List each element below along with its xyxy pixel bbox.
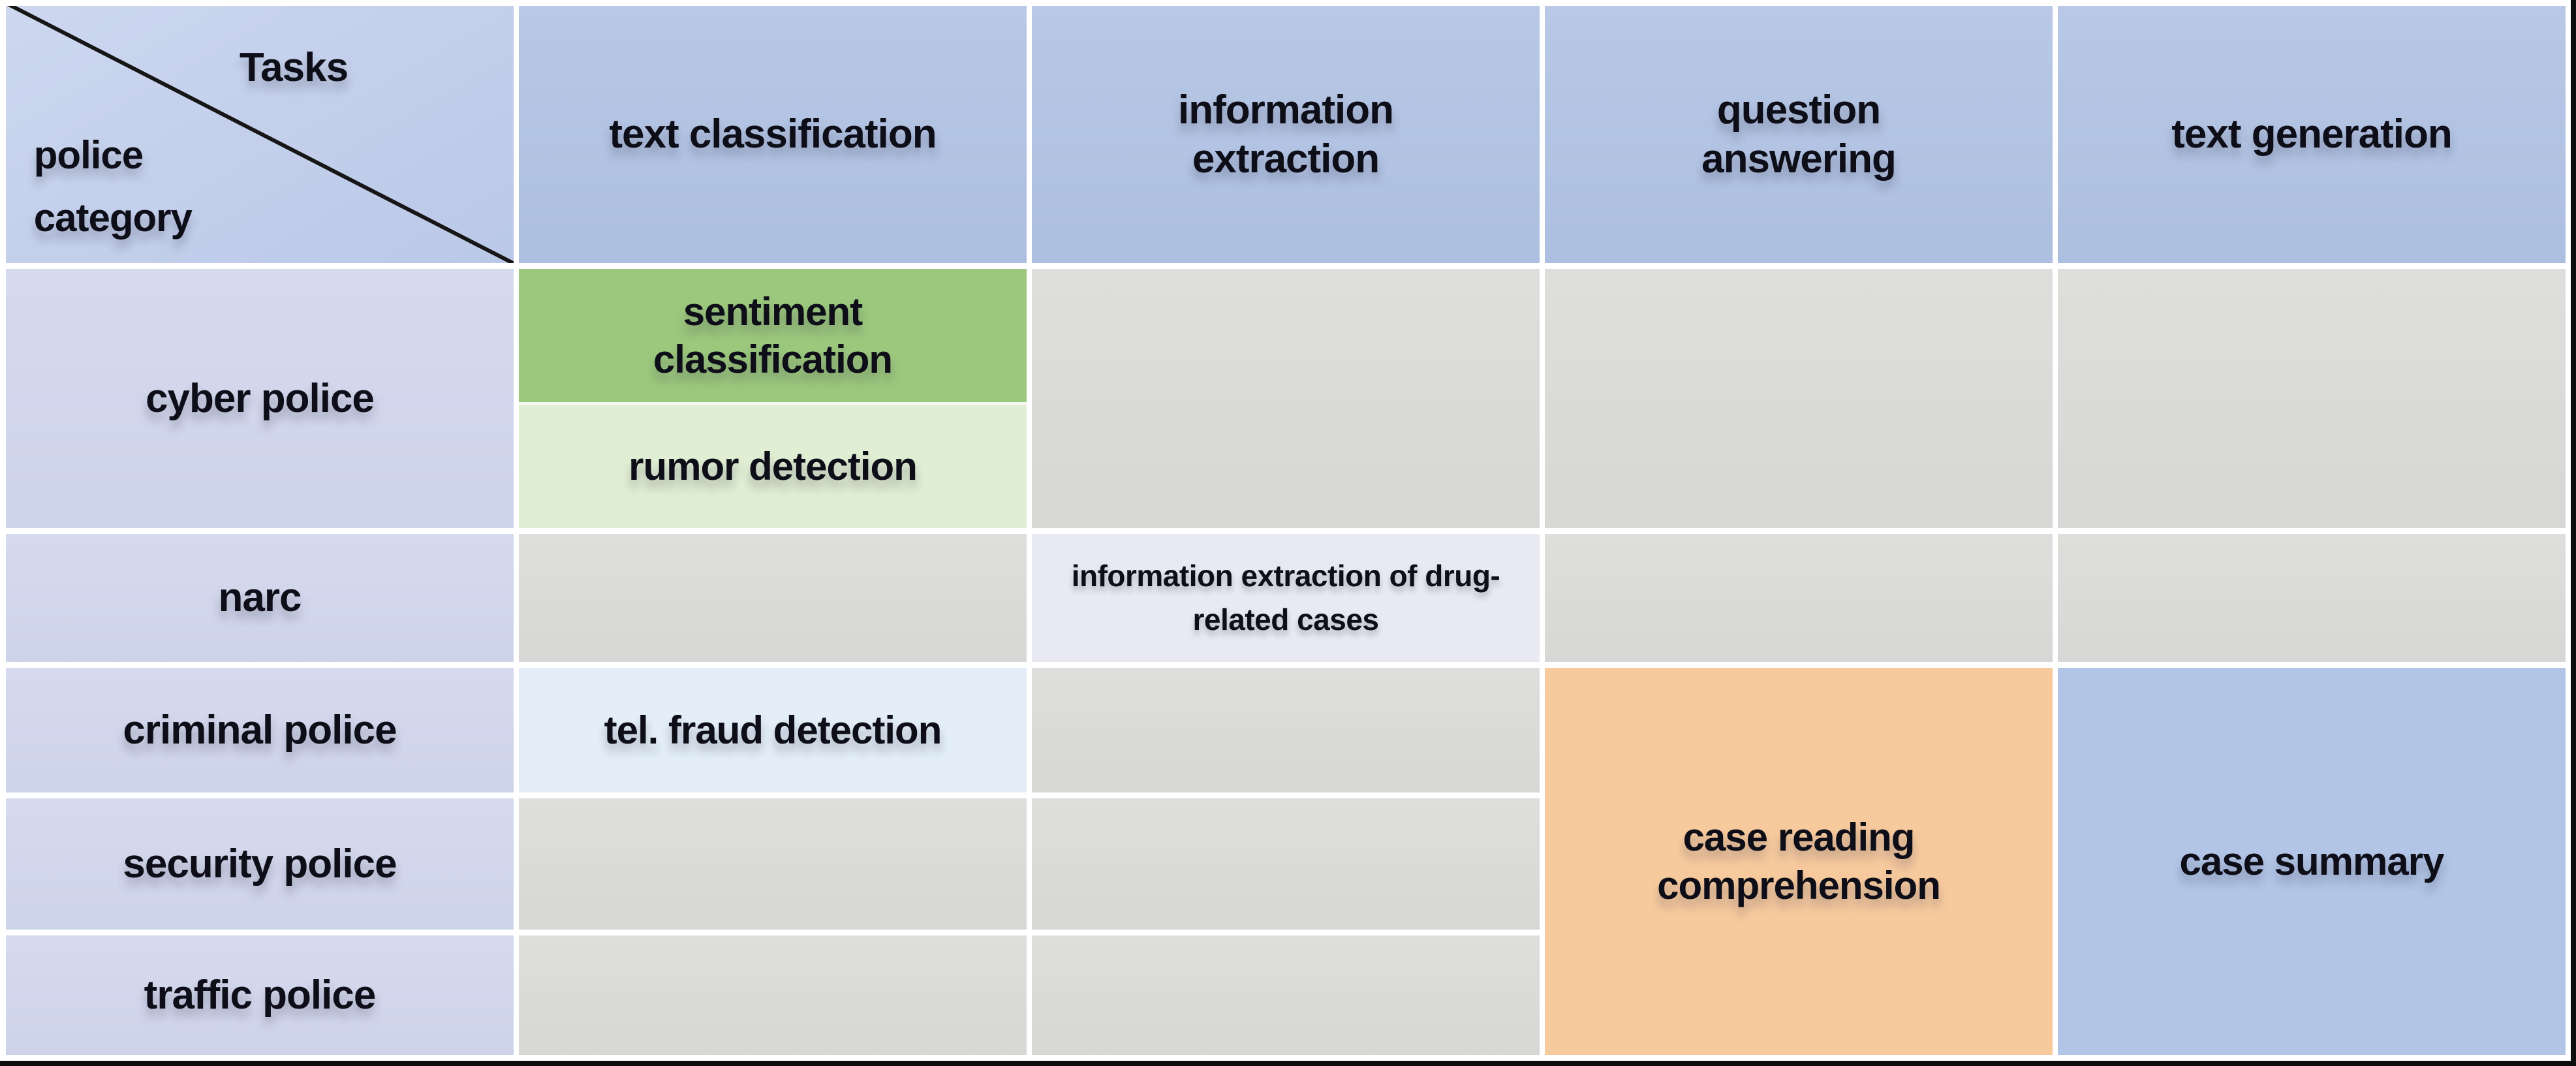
empty-cell-cyber-police-text-generation	[2058, 269, 2566, 528]
cell-drug-information-extraction: information extraction of drug-related c…	[1032, 533, 1540, 663]
empty-cell-cyber-police-question-answering	[1545, 269, 2053, 528]
empty-cell-narc-text-classification	[519, 533, 1027, 663]
row-label-traffic-police: traffic police	[6, 935, 514, 1055]
cell-rumor-detection: rumor detection	[519, 402, 1027, 528]
tasks-axis-label: Tasks	[239, 45, 349, 91]
cell-cyber-police-text-classification: sentiment classification rumor detection	[519, 269, 1027, 528]
cell-case-summary: case summary	[2058, 668, 2566, 1055]
column-header-text-classification: text classification	[519, 6, 1027, 264]
empty-cell-traffic-police-information-extraction	[1032, 935, 1540, 1055]
empty-cell-cyber-police-information-extraction	[1032, 269, 1540, 528]
column-header-question-answering: question answering	[1545, 6, 2053, 264]
cell-sentiment-classification: sentiment classification	[519, 269, 1027, 403]
row-label-criminal-police: criminal police	[6, 668, 514, 793]
row-label-security-police: security police	[6, 798, 514, 930]
empty-cell-traffic-police-text-classification	[519, 935, 1027, 1055]
corner-header-cell: Tasks police category	[6, 6, 514, 264]
column-header-text-generation: text generation	[2058, 6, 2566, 264]
police-category-axis-label: police category	[33, 133, 193, 240]
empty-cell-narc-text-generation	[2058, 533, 2566, 663]
empty-cell-security-police-information-extraction	[1032, 798, 1540, 930]
empty-cell-security-police-text-classification	[519, 798, 1027, 930]
matrix-grid: Tasks police category text classificatio…	[6, 6, 2566, 1055]
column-header-information-extraction: information extraction	[1032, 6, 1540, 264]
cell-tel-fraud-detection: tel. fraud detection	[519, 668, 1027, 793]
row-label-cyber-police: cyber police	[6, 269, 514, 528]
empty-cell-narc-question-answering	[1545, 533, 2053, 663]
cell-case-reading-comprehension: case reading comprehension	[1545, 668, 2053, 1055]
empty-cell-criminal-police-information-extraction	[1032, 668, 1540, 793]
row-label-narc: narc	[6, 533, 514, 663]
